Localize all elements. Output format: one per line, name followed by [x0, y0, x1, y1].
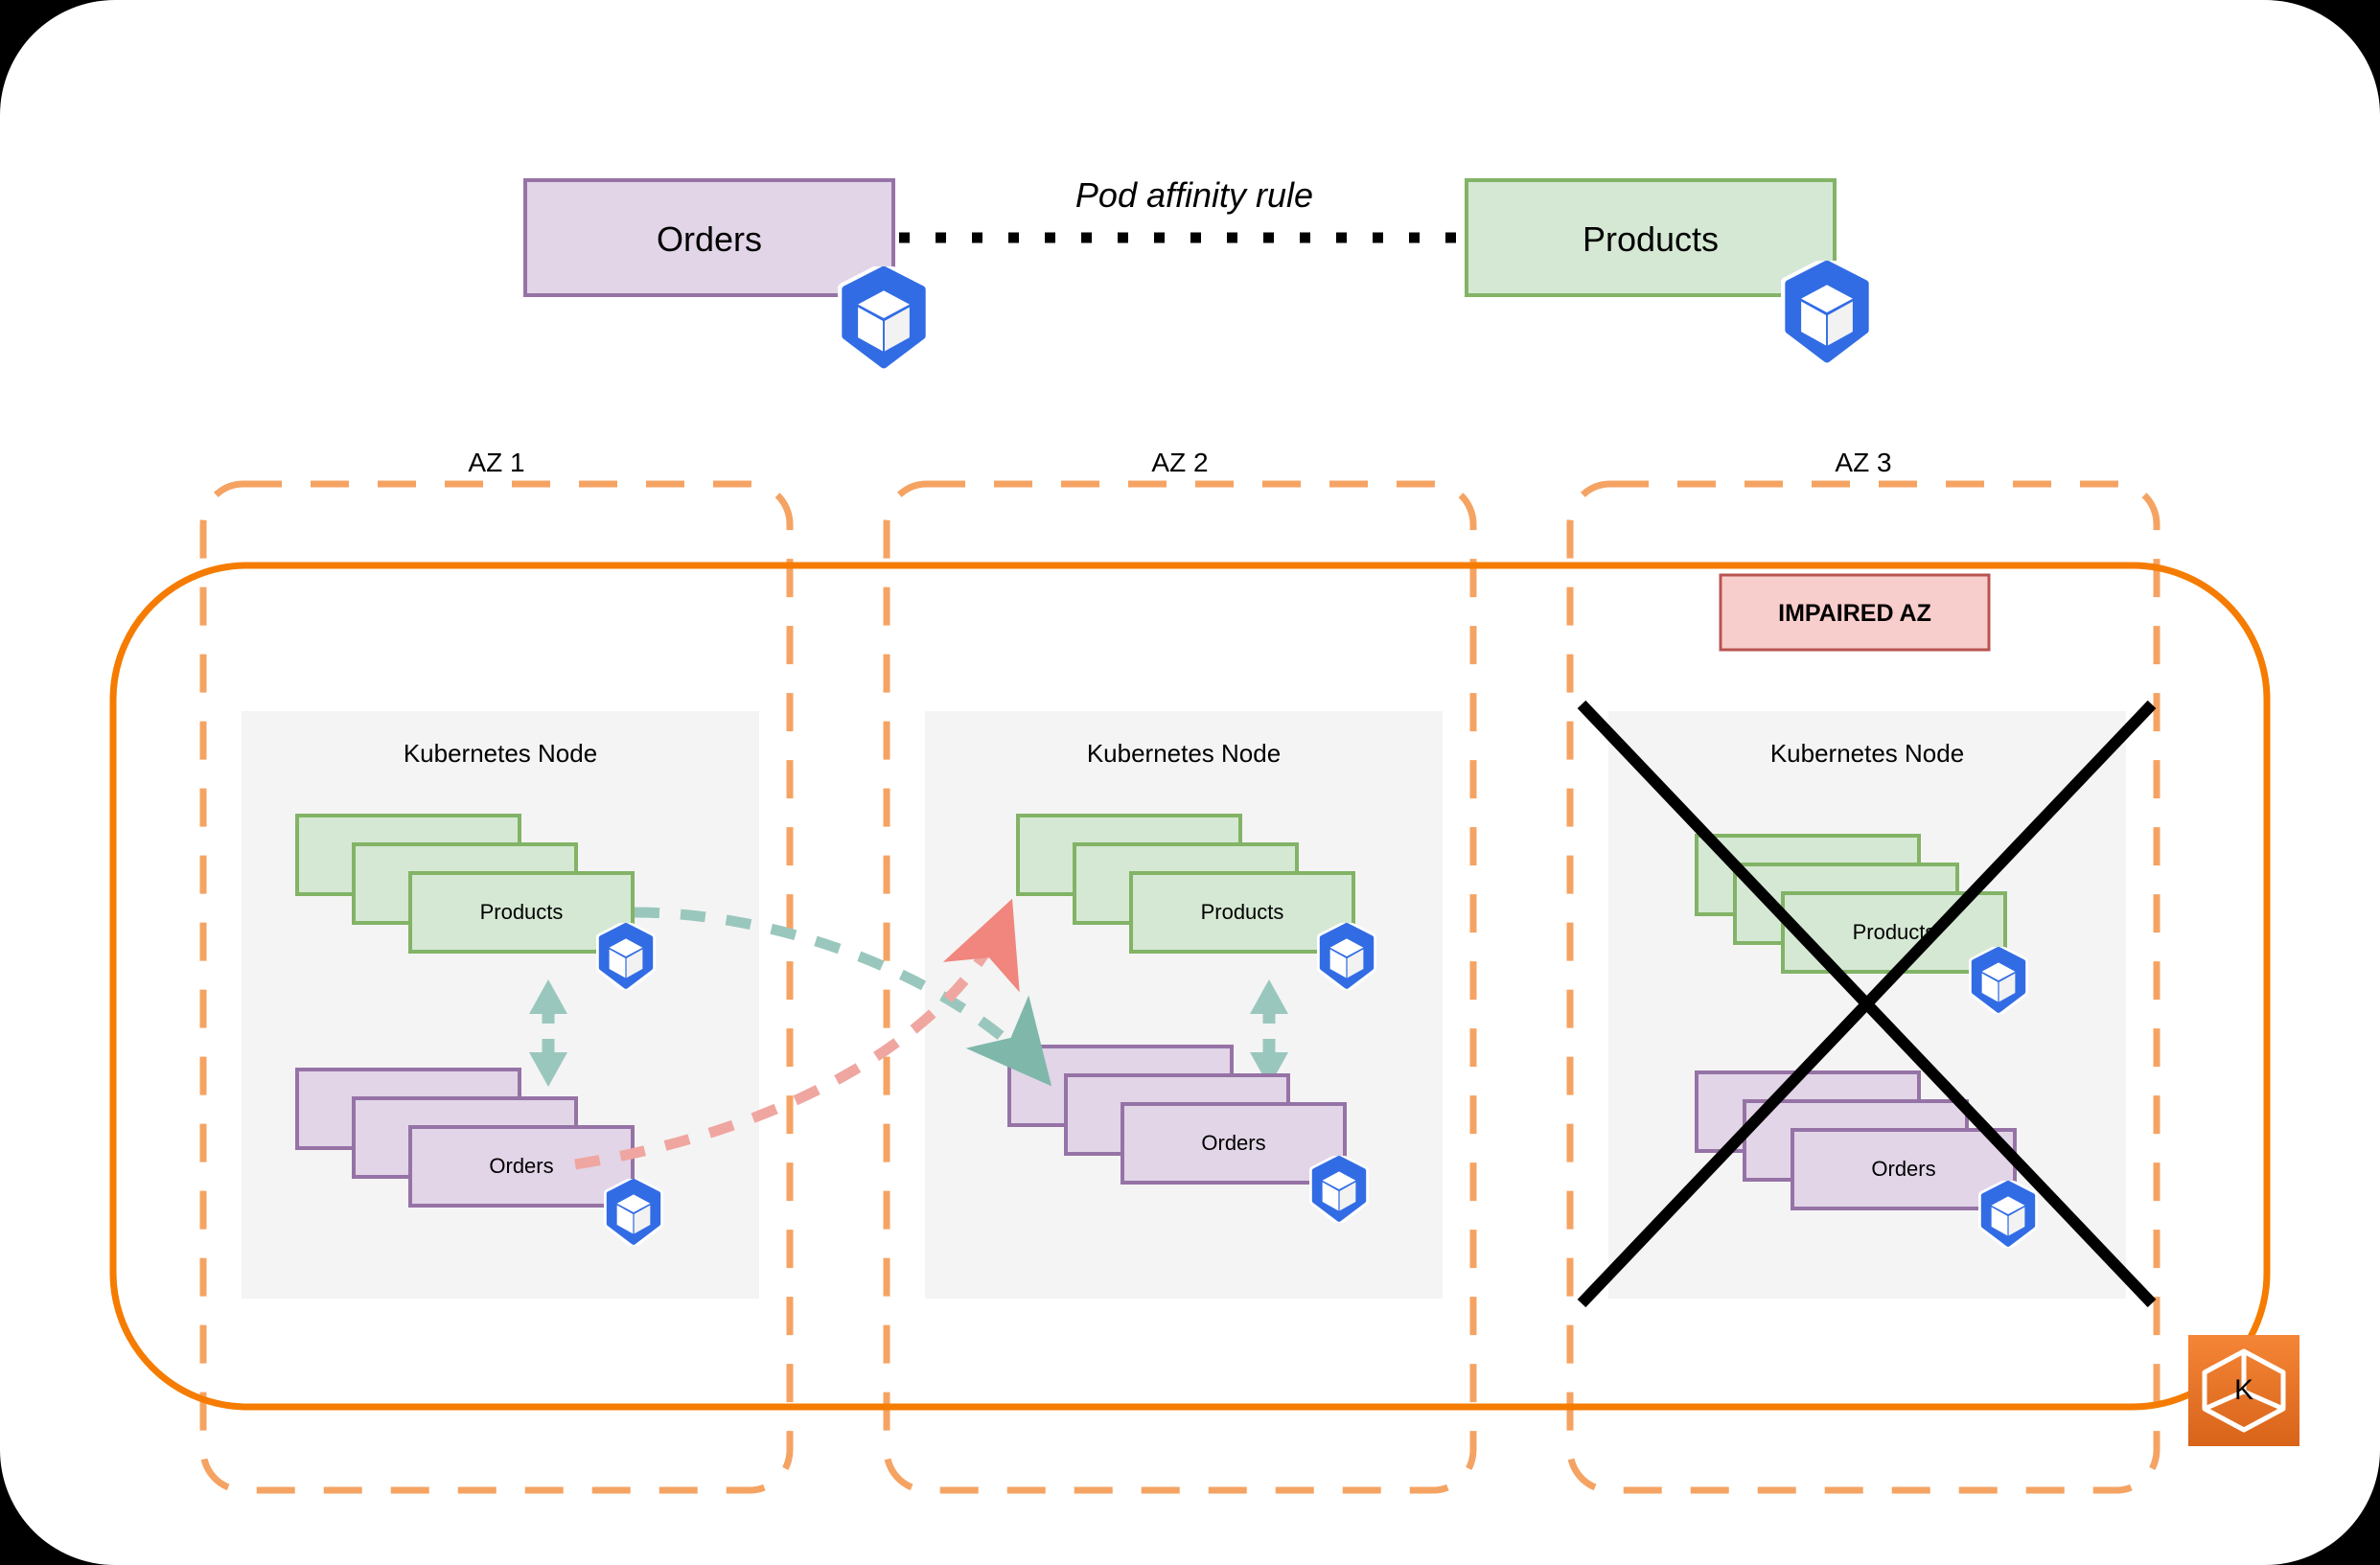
pod-rect [408, 1125, 635, 1208]
kubernetes-pod-icon [1788, 263, 1867, 362]
impaired-az-x-mark [1577, 700, 2157, 1308]
node-box-az2 [925, 711, 1443, 1299]
kubernetes-pod-icon [1321, 925, 1372, 989]
impaired-az-label: IMPAIRED AZ [1778, 600, 1931, 627]
pod-stack-products-az2[interactable]: Products [1016, 814, 1355, 954]
impaired-az-badge: IMPAIRED AZ [1719, 573, 1991, 652]
pod-rect [1129, 871, 1355, 954]
kubernetes-pod-icon [1982, 1183, 2033, 1247]
az-boundary-az2 [883, 480, 1477, 1494]
az-boundary-az3 [1566, 480, 2160, 1494]
flow-products-az1-to-orders-az2 [634, 907, 1052, 1087]
pod-stack-orders-az1[interactable]: Orders [295, 1068, 635, 1208]
kubernetes-pod-icon [844, 268, 924, 368]
eks-logo-badge: K [2188, 1335, 2299, 1446]
az-boundary-az1 [199, 480, 794, 1494]
node-box-az1 [242, 711, 759, 1299]
kubernetes-pod-icon [608, 1181, 659, 1245]
pod-rect [1791, 1128, 2017, 1210]
kubernetes-pod-icon [600, 925, 651, 989]
intra-node-arrow-az2 [1250, 979, 1288, 1087]
pod-rect [408, 871, 635, 954]
pod-label-products-az1: Products [480, 900, 564, 924]
header-orders-box[interactable]: Orders [523, 178, 895, 297]
az-label-az3: AZ 3 [1835, 448, 1891, 477]
node-label-az2: Kubernetes Node [1087, 739, 1281, 768]
pod-label-products-az2: Products [1201, 900, 1284, 924]
az-label-az1: AZ 1 [468, 448, 524, 477]
pod-label-orders-az2: Orders [1201, 1131, 1265, 1155]
eks-logo-glyph: K [2234, 1374, 2253, 1406]
cluster-boundary [109, 562, 2271, 1411]
pod-label-orders-az3: Orders [1871, 1157, 1935, 1181]
node-label-az3: Kubernetes Node [1770, 739, 1964, 768]
pod-rect [1121, 1102, 1347, 1185]
pod-affinity-rule-label: Pod affinity rule [1075, 175, 1313, 215]
az-label-az2: AZ 2 [1151, 448, 1208, 477]
node-label-az1: Kubernetes Node [404, 739, 597, 768]
header-products-label: Products [1583, 219, 1719, 259]
intra-node-arrow-az1 [529, 979, 567, 1087]
kubernetes-pod-icon [1973, 949, 2023, 1013]
header-products-box[interactable]: Products [1465, 178, 1837, 297]
pod-label-orders-az1: Orders [489, 1154, 553, 1178]
pod-stack-products-az1[interactable]: Products [295, 814, 635, 954]
kubernetes-pod-icon [1313, 1158, 1364, 1222]
header-orders-label: Orders [657, 219, 762, 259]
flow-orders-az1-to-products-az2 [574, 898, 1020, 1170]
